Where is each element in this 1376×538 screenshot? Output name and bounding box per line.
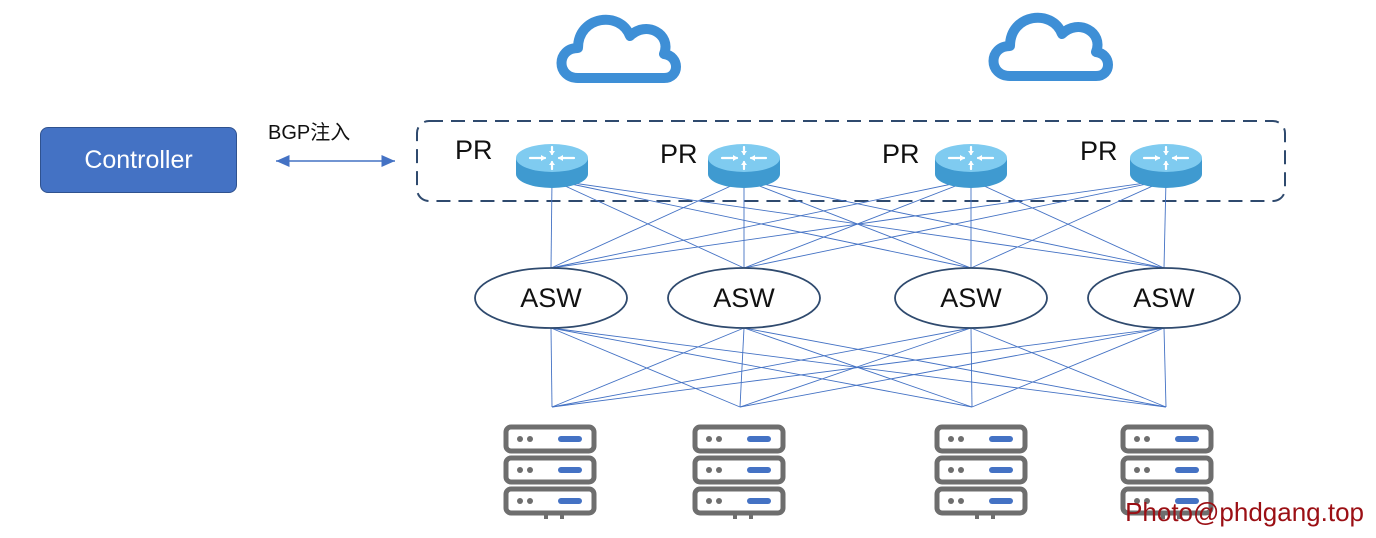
router-icon	[1128, 142, 1204, 190]
mesh-link	[970, 179, 1167, 269]
asw-label: ASW	[713, 282, 775, 313]
mesh-link	[971, 327, 1165, 408]
pr-label: PR	[882, 139, 920, 169]
mesh-link	[1163, 179, 1167, 269]
mesh-link	[550, 179, 972, 269]
pr-group-boundary	[416, 120, 1286, 202]
server-rack-icon	[1123, 427, 1211, 519]
mesh-link	[1163, 327, 1167, 408]
mesh-link	[551, 327, 745, 408]
pr-label: PR	[1080, 136, 1118, 166]
cloud-icon	[562, 20, 677, 78]
mesh-link	[550, 327, 553, 408]
server-rack-icon	[695, 427, 783, 519]
router-icon	[514, 142, 590, 190]
mesh-link	[739, 327, 1165, 408]
mesh-link	[551, 327, 972, 408]
mesh-link	[551, 327, 1165, 408]
watermark-text: Photo@phdgang.top	[1125, 497, 1364, 527]
asw-node	[474, 267, 628, 329]
asw-label: ASW	[520, 282, 582, 313]
mesh-link	[743, 179, 1167, 269]
asw-node	[667, 267, 821, 329]
router-icon	[706, 142, 782, 190]
pr-label: PR	[660, 139, 698, 169]
pr-label: PR	[455, 135, 493, 165]
server-rack-icon	[506, 427, 594, 519]
mesh-link	[550, 179, 745, 269]
cloud-icon	[994, 18, 1109, 76]
mesh-link	[739, 327, 745, 408]
asw-label: ASW	[1133, 282, 1195, 313]
mesh-link	[743, 327, 1167, 408]
mesh-link	[550, 179, 1167, 269]
mesh-link	[550, 179, 553, 269]
asw-node	[894, 267, 1048, 329]
controller-label: Controller	[84, 145, 193, 174]
mesh-links	[550, 179, 1167, 408]
controller-node: Controller	[40, 127, 237, 193]
router-icon	[933, 142, 1009, 190]
mesh-link	[550, 327, 741, 408]
mesh-link	[970, 327, 973, 408]
bgp-injection-label: BGP注入	[268, 122, 351, 144]
server-rack-icon	[937, 427, 1025, 519]
asw-label: ASW	[940, 282, 1002, 313]
asw-node	[1087, 267, 1241, 329]
